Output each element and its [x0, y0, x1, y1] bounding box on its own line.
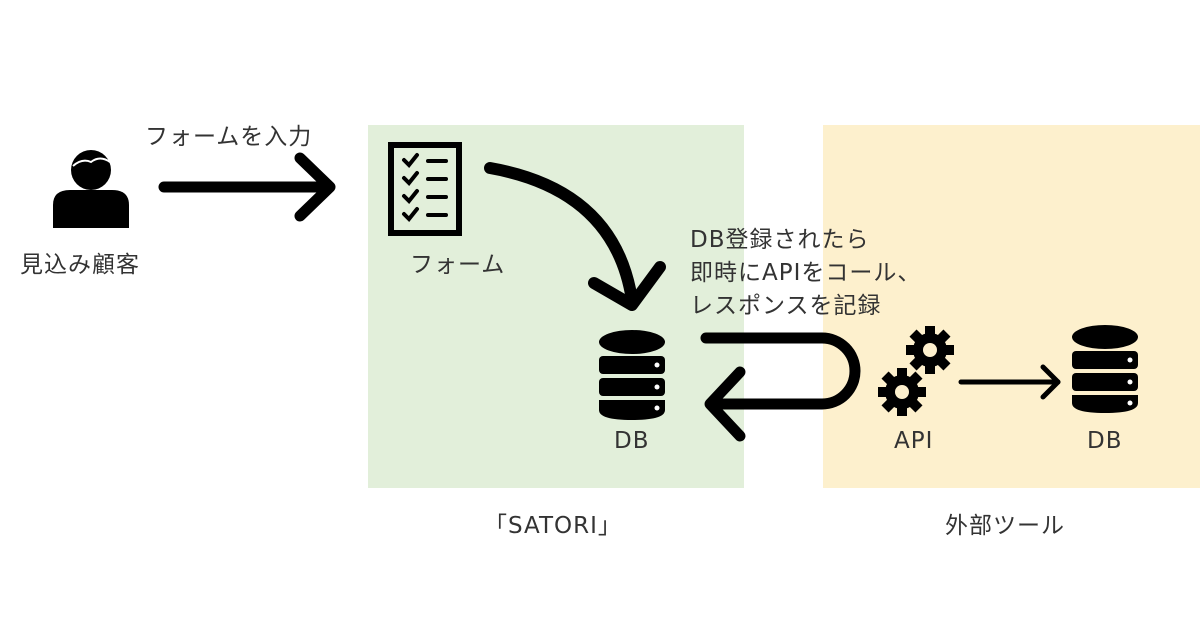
external-tool-zone: [823, 125, 1200, 488]
database-icon: [1072, 325, 1138, 413]
satori-db-label: DB: [614, 428, 650, 454]
satori-zone-label: 「SATORI」: [484, 513, 622, 539]
arrow-api-to-db: [958, 364, 1061, 400]
api-label: API: [894, 428, 934, 454]
external-zone-label: 外部ツール: [945, 513, 1065, 539]
api-description-line: レスポンスを記録: [690, 293, 882, 319]
api-description-line: 即時にAPIをコール、: [690, 260, 922, 286]
arrow-input-form: [158, 152, 336, 222]
gears-icon: [878, 326, 954, 416]
checklist-form-icon: [388, 142, 462, 236]
external-db-label: DB: [1087, 428, 1123, 454]
arrow-api-roundtrip: [700, 332, 861, 442]
arrow-form-to-db: [484, 162, 666, 311]
api-description-line: DB登録されたら: [690, 227, 870, 253]
api-description: DB登録されたら 即時にAPIをコール、 レスポンスを記録: [690, 224, 921, 323]
person-icon: [53, 150, 129, 228]
input-form-label: フォームを入力: [145, 124, 313, 150]
prospect-label: 見込み顧客: [20, 252, 140, 278]
form-label: フォーム: [410, 252, 506, 278]
database-icon: [599, 330, 665, 420]
